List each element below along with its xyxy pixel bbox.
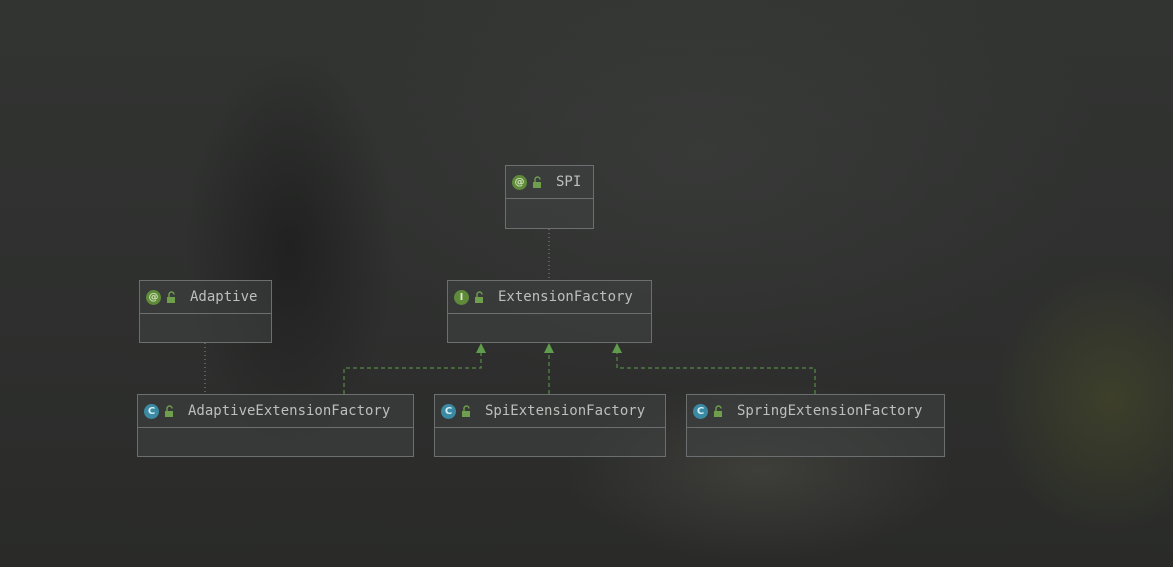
node-springextensionfactory-header: C SpringExtensionFactory: [687, 395, 944, 428]
node-springextensionfactory-body: [687, 428, 944, 456]
node-adaptive-header: @ Adaptive: [140, 281, 271, 314]
node-adaptiveextensionfactory[interactable]: C AdaptiveExtensionFactory: [137, 394, 414, 457]
edge-adaptiveextensionfactory-implements: [343, 344, 482, 394]
open-lock-icon: [462, 405, 470, 417]
node-adaptiveextensionfactory-body: [138, 428, 413, 456]
open-lock-icon: [167, 291, 175, 303]
edge-springextensionfactory-implements: [616, 344, 816, 394]
open-lock-icon: [533, 176, 541, 188]
node-spiextensionfactory-label: SpiExtensionFactory: [485, 403, 646, 419]
arrowhead-implements-center: [544, 343, 554, 353]
arrowhead-implements-right: [612, 343, 622, 353]
class-icon: C: [441, 403, 456, 419]
node-spiextensionfactory-header: C SpiExtensionFactory: [435, 395, 665, 428]
annotation-icon: @: [512, 174, 527, 190]
class-icon: C: [693, 403, 708, 419]
node-extensionfactory-label: ExtensionFactory: [498, 289, 633, 305]
node-extensionfactory-body: [448, 314, 651, 342]
interface-icon: I: [454, 289, 469, 305]
class-icon: C: [144, 403, 159, 419]
arrowhead-implements-left: [476, 343, 486, 353]
open-lock-icon: [475, 291, 483, 303]
node-springextensionfactory[interactable]: C SpringExtensionFactory: [686, 394, 945, 457]
node-spi[interactable]: @ SPI: [505, 165, 594, 229]
node-spi-body: [506, 199, 593, 228]
node-adaptive-body: [140, 314, 271, 342]
node-spiextensionfactory-body: [435, 428, 665, 456]
node-spi-label: SPI: [556, 174, 582, 190]
node-spi-header: @ SPI: [506, 166, 593, 199]
node-adaptive[interactable]: @ Adaptive: [139, 280, 272, 343]
node-spiextensionfactory[interactable]: C SpiExtensionFactory: [434, 394, 666, 457]
node-adaptiveextensionfactory-header: C AdaptiveExtensionFactory: [138, 395, 413, 428]
node-extensionfactory[interactable]: I ExtensionFactory: [447, 280, 652, 343]
node-adaptive-label: Adaptive: [190, 289, 258, 305]
node-extensionfactory-header: I ExtensionFactory: [448, 281, 651, 314]
node-adaptiveextensionfactory-label: AdaptiveExtensionFactory: [188, 403, 391, 419]
node-springextensionfactory-label: SpringExtensionFactory: [737, 403, 923, 419]
open-lock-icon: [165, 405, 173, 417]
open-lock-icon: [714, 405, 722, 417]
annotation-icon: @: [146, 289, 161, 305]
